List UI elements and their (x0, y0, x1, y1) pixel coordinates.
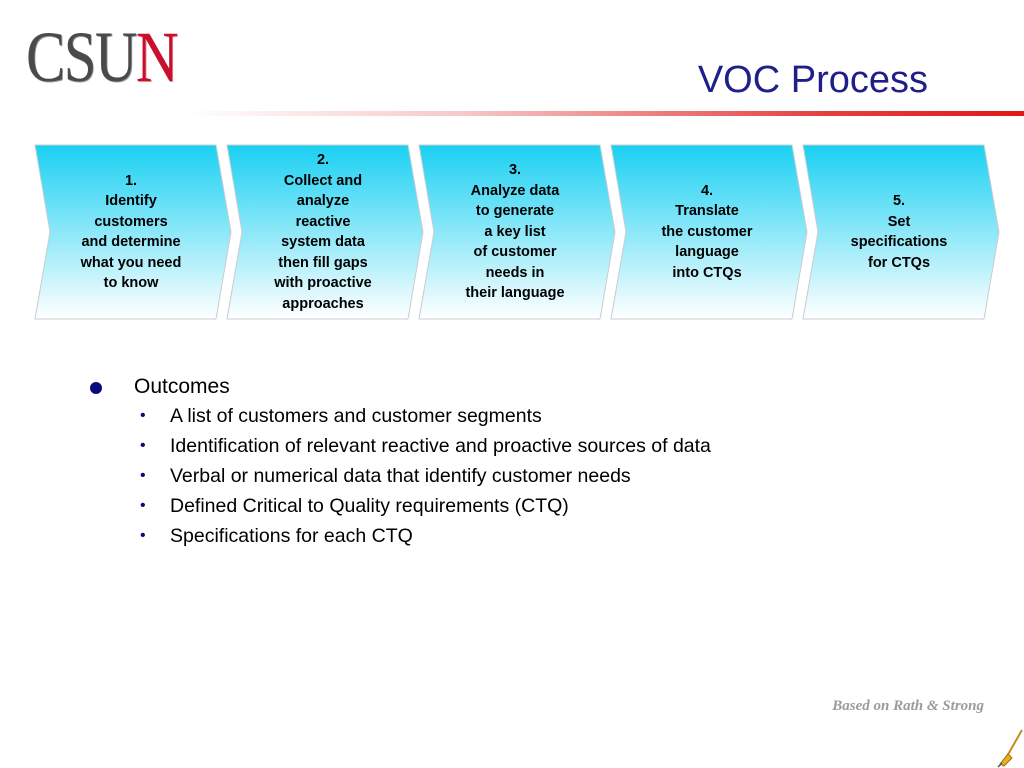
step-line: a key list (484, 223, 546, 240)
title-divider (0, 111, 1024, 116)
process-step-4: 4. Translate the customer language into CTQs (610, 144, 810, 320)
step-line: approaches (282, 295, 364, 312)
step-text: 2. Collect and analyze reactive system data t… (248, 144, 398, 320)
bullet-icon: • (140, 527, 146, 544)
step-line: system data (281, 234, 365, 250)
bullet-icon: • (140, 437, 146, 454)
step-line: Analyze data (470, 182, 560, 199)
outcome-item: • Identification of relevant reactive and… (88, 434, 730, 458)
outcomes-list: • A list of customers and customer segmen… (88, 404, 768, 548)
page-title: VOC Process (697, 59, 928, 101)
step-number: 5. (892, 193, 906, 209)
step-line: Translate (675, 203, 739, 220)
outcome-item: • A list of customers and customer segmen… (88, 404, 730, 428)
step-line: reactive (295, 213, 351, 230)
outcome-text: Identification of relevant reactive and … (170, 435, 711, 457)
step-line: language (675, 244, 739, 261)
process-step-1: 1. Identify customers and determine what you… (34, 144, 234, 320)
bullet-icon: • (140, 467, 146, 484)
step-line: customers (94, 213, 168, 230)
step-line: Identify (105, 193, 157, 209)
step-line: of customer (473, 244, 557, 261)
step-text: 3. Analyze data to generate a key list of cu… (440, 144, 590, 320)
bullet-icon: • (140, 497, 146, 514)
chevron-shape (802, 144, 1000, 320)
step-line: Collect and (283, 172, 363, 189)
step-line: their language (465, 285, 565, 302)
source-credit: Based on Rath & Strong (832, 698, 984, 714)
step-text: 1. Identify customers and determine what you… (56, 144, 206, 320)
step-line: the customer (661, 223, 753, 240)
step-line: to generate (475, 203, 555, 220)
step-number: 4. (700, 182, 714, 199)
outcome-item: • Verbal or numerical data that identify … (88, 464, 730, 488)
outcome-text: Defined Critical to Quality requirements… (170, 495, 569, 517)
logo-text-main: CSU (26, 17, 138, 97)
step-line: Set (887, 213, 911, 230)
outcomes-section: Outcomes • A list of customers and custom… (88, 372, 768, 554)
bullet-icon: • (140, 407, 146, 424)
logo-text-accent: N (135, 17, 179, 97)
pen-icon (997, 729, 1023, 768)
step-line: what you need (80, 254, 182, 271)
process-step-5: 5. Set specifications for CTQs (802, 144, 1002, 320)
step-line: then fill gaps (278, 254, 368, 271)
process-step-2: 2. Collect and analyze reactive system data t… (226, 144, 426, 320)
process-step-3: 3. Analyze data to generate a key list of cu… (418, 144, 618, 320)
step-text: 5. Set specifications for CTQs (824, 144, 974, 320)
chevron-shape (610, 144, 808, 320)
chevron-shape (418, 144, 616, 320)
csun-logo: CSUN (26, 21, 179, 93)
outcomes-heading: Outcomes (134, 375, 230, 398)
step-line: needs in (485, 264, 545, 281)
step-number: 3. (508, 162, 522, 179)
outcome-text: Specifications for each CTQ (170, 525, 413, 547)
step-line: specifications (850, 234, 948, 250)
step-line: into CTQs (672, 264, 742, 281)
chevron-shape (226, 144, 424, 320)
outcome-item: • Defined Critical to Quality requirement… (88, 494, 730, 518)
step-line: analyze (296, 193, 350, 209)
bullet-dot-icon (90, 382, 102, 394)
step-line: for CTQs (867, 254, 931, 271)
outcome-item: • Specifications for each CTQ (88, 524, 730, 548)
outcome-text: A list of customers and customer segment… (170, 405, 542, 427)
step-text: 4. Translate the customer language into CTQs (632, 144, 782, 320)
outcomes-heading-item: Outcomes (88, 372, 768, 402)
step-line: to know (103, 275, 159, 291)
step-line: with proactive (274, 275, 372, 291)
chevron-shape (34, 144, 232, 320)
step-number: 1. (124, 172, 138, 189)
step-line: and determine (81, 234, 181, 250)
step-number: 2. (316, 152, 330, 168)
outcome-text: Verbal or numerical data that identify c… (170, 465, 631, 487)
